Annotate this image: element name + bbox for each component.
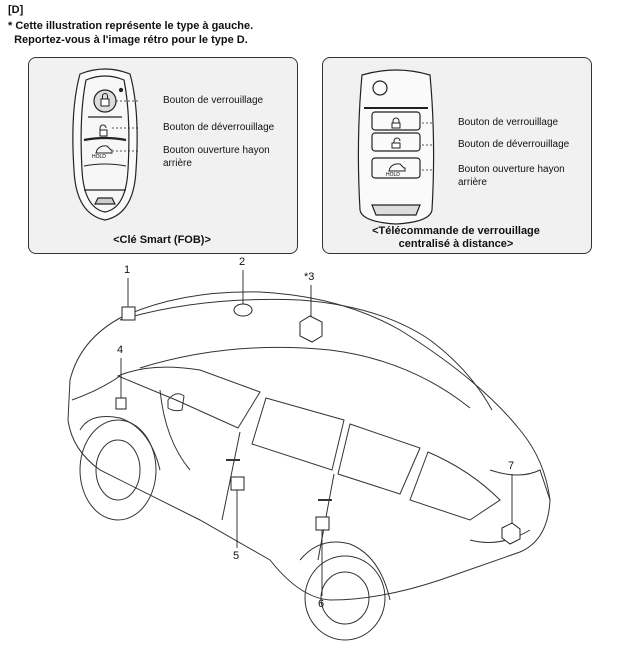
remote-unlock-label: Bouton de déverrouillage [458, 139, 570, 150]
remote-key [357, 69, 435, 225]
fob-lock-label: Bouton de verrouillage [163, 95, 264, 106]
remote-lock-label: Bouton de verrouillage [458, 117, 559, 128]
remote-caption-2: centralisé à distance> [398, 238, 514, 250]
remote-tailgate-icon [388, 163, 406, 172]
component-number-4: 4 [117, 344, 124, 356]
component-number-1: 1 [124, 264, 131, 276]
component-number-7: 7 [508, 460, 515, 472]
component-6 [315, 516, 330, 531]
component-2 [233, 303, 253, 317]
remote-lock-icon [392, 117, 400, 124]
remote-tailgate-label: Bouton ouverture hayon [458, 164, 565, 175]
fob-tailgate-label-2: arrière [163, 158, 192, 169]
remote-hold-text: HOLD [386, 172, 400, 178]
fob-tailgate-label: Bouton ouverture hayon [163, 145, 270, 156]
fob-unlock-icon [99, 124, 107, 131]
component-3 [299, 315, 323, 343]
component-4 [115, 397, 127, 410]
leader-lines [120, 270, 513, 596]
remote-unlock-icon [393, 137, 401, 144]
smart-key-fob [72, 68, 138, 221]
component-number-5: 5 [233, 550, 240, 562]
component-1 [121, 306, 136, 321]
remote-tailgate-label-2: arrière [458, 177, 487, 188]
fob-tailgate-icon [95, 145, 113, 154]
vehicle-outline [67, 291, 551, 641]
fob-unlock-label: Bouton de déverrouillage [163, 122, 275, 133]
note-line-1: * Cette illustration représente le type … [8, 20, 254, 32]
component-5 [230, 476, 245, 491]
component-number-6: 6 [318, 598, 325, 610]
section-label: [D] [8, 4, 24, 16]
component-number-2: 2 [239, 256, 246, 268]
fob-hold-text: HOLD [92, 154, 106, 160]
smart-key-caption: <Clé Smart (FOB)> [113, 234, 211, 246]
component-number-3: *3 [304, 271, 315, 283]
note-line-2: Reportez-vous à l'image rétro pour le ty… [8, 34, 248, 46]
remote-caption-1: <Télécommande de verrouillage [372, 225, 540, 237]
